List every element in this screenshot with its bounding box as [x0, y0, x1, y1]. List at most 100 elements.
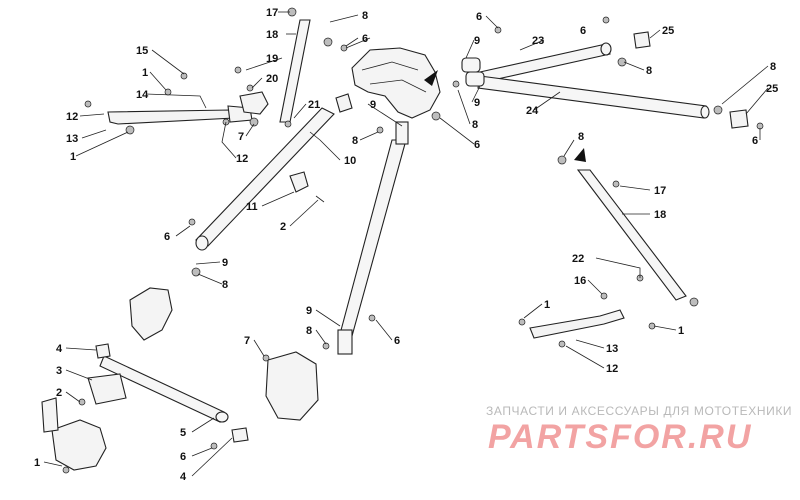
callout-number: 20 — [266, 73, 278, 85]
tube-10-right-top — [395, 121, 409, 145]
callout-number: 9 — [474, 97, 480, 109]
leader-lines — [43, 11, 769, 477]
bolt — [84, 100, 92, 108]
tube-23 — [479, 43, 611, 83]
callout-labels: 17 8 18 6 19 20 15 1 14 12 13 21 7 12 1 … — [34, 7, 778, 483]
tube-24-end — [700, 105, 710, 119]
bolt — [210, 442, 218, 450]
callout-number: 8 — [222, 279, 228, 291]
bracket-bar-13-left — [107, 109, 235, 125]
brace-bar-18-upper — [279, 19, 311, 123]
bushing-11 — [289, 171, 309, 193]
watermark-logo: PARTSFOR.RU — [488, 418, 753, 456]
callout-number: 6 — [164, 231, 170, 243]
callout-number: 1 — [142, 67, 148, 79]
bracket-detail-lines — [361, 61, 427, 93]
callout-number: 9 — [222, 257, 228, 269]
nut — [323, 37, 333, 47]
callout-number: 8 — [770, 61, 776, 73]
callout-number: 8 — [472, 119, 478, 131]
hardware-group — [62, 7, 764, 474]
nut — [617, 57, 627, 67]
front-frame-bracket — [351, 47, 441, 119]
bracket-21 — [335, 93, 353, 113]
frame-casting-left — [129, 287, 173, 341]
callout-number: 7 — [244, 335, 250, 347]
frame-casting-right — [265, 351, 319, 421]
callout-number: 1 — [678, 325, 684, 337]
tube-24 — [477, 75, 707, 119]
clamp-25-upper — [633, 31, 651, 49]
bolt — [188, 218, 196, 226]
bushing-9-upper — [461, 57, 481, 73]
callout-number: 25 — [662, 25, 674, 37]
clamp-4-lower — [231, 427, 249, 443]
bracket-3 — [87, 373, 127, 405]
callout-number: 9 — [474, 35, 480, 47]
callout-number: 25 — [766, 83, 778, 95]
callout-number: 17 — [266, 7, 278, 19]
tube-23-end — [600, 42, 612, 56]
nut — [689, 297, 699, 307]
bolt — [246, 84, 254, 92]
nut — [518, 318, 526, 326]
callout-number: 19 — [266, 53, 278, 65]
callout-number: 8 — [646, 65, 652, 77]
nut — [322, 342, 330, 350]
brace-bar-18-right — [576, 169, 687, 301]
pin-2 — [315, 195, 325, 203]
nut — [125, 125, 135, 135]
callout-number: 6 — [580, 25, 586, 37]
nut — [431, 111, 441, 121]
callout-number: 5 — [180, 427, 186, 439]
tube-10-right — [339, 139, 407, 337]
callout-number: 8 — [362, 10, 368, 22]
bushing-9-lower — [465, 71, 485, 87]
bolt — [612, 180, 620, 188]
callout-number: 12 — [236, 153, 248, 165]
callout-number: 8 — [306, 325, 312, 337]
callout-number: 15 — [136, 45, 148, 57]
callout-number: 13 — [66, 133, 78, 145]
callout-number: 9 — [370, 99, 376, 111]
bolt — [600, 292, 608, 300]
callout-number: 22 — [572, 253, 584, 265]
callout-number: 21 — [308, 99, 320, 111]
watermark-caption: ЗАПЧАСТИ И АКСЕССУАРЫ ДЛЯ МОТОТЕХНИКИ — [486, 404, 793, 418]
callout-number: 6 — [394, 335, 400, 347]
callout-number: 1 — [34, 457, 40, 469]
bolt — [180, 72, 188, 80]
nut — [713, 105, 723, 115]
callout-number: 1 — [70, 151, 76, 163]
nut — [262, 354, 270, 362]
callout-number: 6 — [752, 135, 758, 147]
callout-number: 12 — [606, 363, 618, 375]
clamp-7-left — [239, 91, 269, 115]
bolt — [494, 26, 502, 34]
bolt — [78, 398, 86, 406]
tube-10-right-bottom — [337, 329, 353, 355]
callout-number: 23 — [532, 35, 544, 47]
connector-plug — [41, 397, 59, 433]
power-steering-unit — [51, 419, 107, 471]
tube-10-left — [195, 107, 335, 247]
callout-number: 9 — [306, 305, 312, 317]
callout-number: 4 — [180, 471, 187, 483]
callout-number: 11 — [246, 201, 258, 213]
callout-number: 2 — [280, 221, 286, 233]
bolt — [602, 16, 610, 24]
callout-number: 12 — [66, 111, 78, 123]
nut — [284, 120, 292, 128]
direction-arrow — [574, 148, 586, 162]
bolt — [452, 80, 460, 88]
nut — [191, 267, 201, 277]
nut — [376, 126, 384, 134]
clamp-25-lower — [729, 109, 749, 129]
callout-number: 18 — [266, 29, 278, 41]
nut — [557, 155, 567, 165]
clamp-4-upper — [95, 343, 111, 359]
callout-number: 7 — [238, 131, 244, 143]
callout-number: 6 — [362, 33, 368, 45]
nut — [249, 117, 259, 127]
